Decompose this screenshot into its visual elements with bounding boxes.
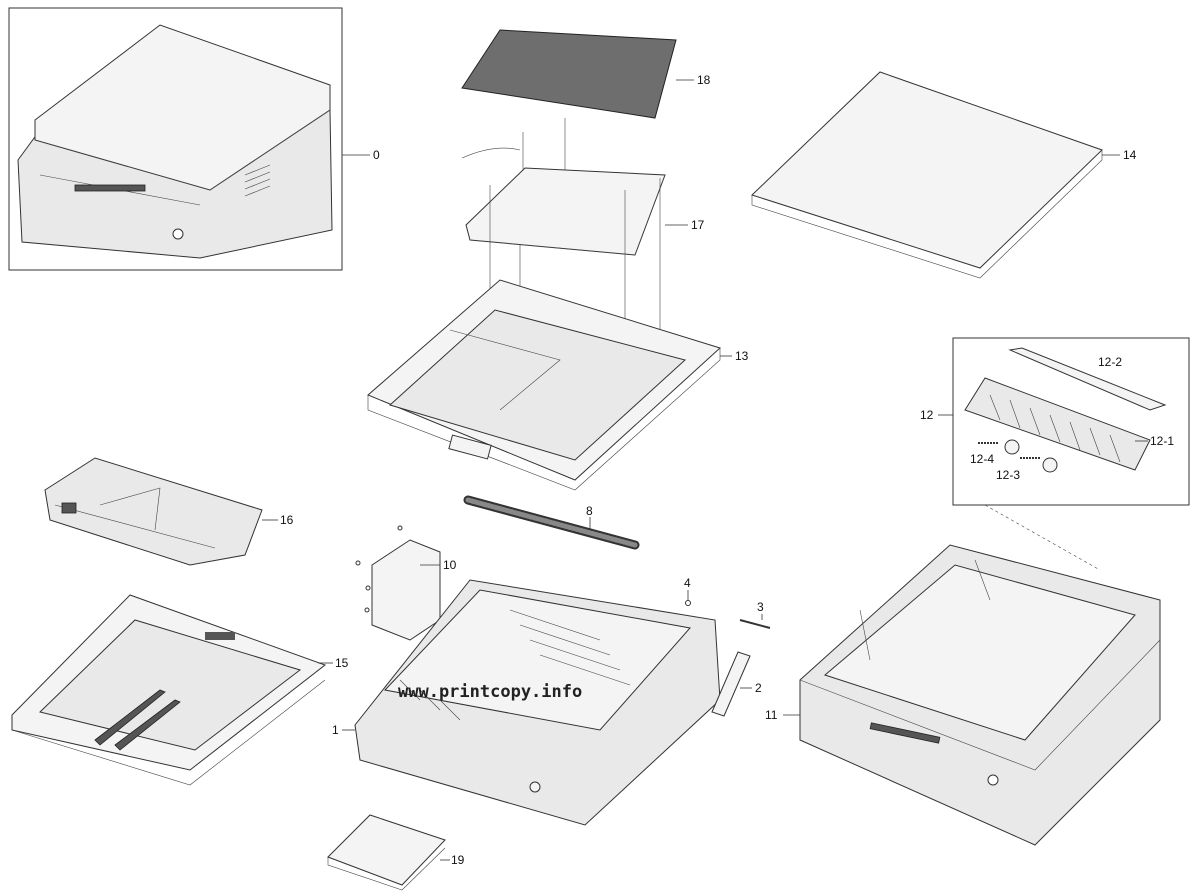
part-18-scan-glass bbox=[461, 29, 694, 210]
part-19-paper-stopper bbox=[327, 814, 450, 891]
part-15-paper-tray bbox=[11, 594, 333, 786]
part-0-assembled-printer bbox=[8, 7, 370, 271]
callout-10: 10 bbox=[443, 558, 457, 572]
callout-4: 4 bbox=[684, 576, 691, 590]
callout-19: 19 bbox=[451, 853, 465, 867]
part-13-top-frame bbox=[367, 279, 732, 491]
part-4-small-screw bbox=[685, 590, 691, 606]
watermark-text: www.printcopy.info bbox=[398, 682, 582, 702]
callout-labels: 0 1 2 3 4 8 10 11 12 12-1 12-2 12-3 12-4… bbox=[280, 73, 1174, 867]
callout-12-1: 12-1 bbox=[1150, 434, 1174, 448]
part-3-screw bbox=[739, 614, 771, 629]
callout-2: 2 bbox=[755, 681, 762, 695]
callout-1: 1 bbox=[332, 723, 339, 737]
callout-15: 15 bbox=[335, 656, 349, 670]
callout-11: 11 bbox=[765, 708, 778, 722]
callout-12: 12 bbox=[920, 408, 934, 422]
part-1-main-frame bbox=[342, 579, 721, 826]
callout-18: 18 bbox=[697, 73, 711, 87]
callout-3: 3 bbox=[757, 600, 764, 614]
callout-8: 8 bbox=[586, 504, 593, 518]
callout-0: 0 bbox=[373, 148, 380, 162]
callout-16: 16 bbox=[280, 513, 294, 527]
part-11-base-housing bbox=[783, 544, 1161, 846]
part-17-scanner-module bbox=[461, 132, 688, 380]
part-2-side-guide bbox=[711, 651, 752, 717]
part-16-toner-cartridge bbox=[44, 457, 278, 566]
callout-17: 17 bbox=[691, 218, 705, 232]
callout-12-2: 12-2 bbox=[1098, 355, 1122, 369]
callout-13: 13 bbox=[735, 349, 749, 363]
callout-12-4: 12-4 bbox=[970, 452, 994, 466]
callout-12-3: 12-3 bbox=[996, 468, 1020, 482]
part-12-inset-assembly bbox=[938, 337, 1190, 571]
callout-14: 14 bbox=[1123, 148, 1137, 162]
part-10-bracket bbox=[355, 525, 441, 641]
part-8-roller bbox=[463, 495, 640, 550]
part-14-cover bbox=[751, 71, 1120, 279]
